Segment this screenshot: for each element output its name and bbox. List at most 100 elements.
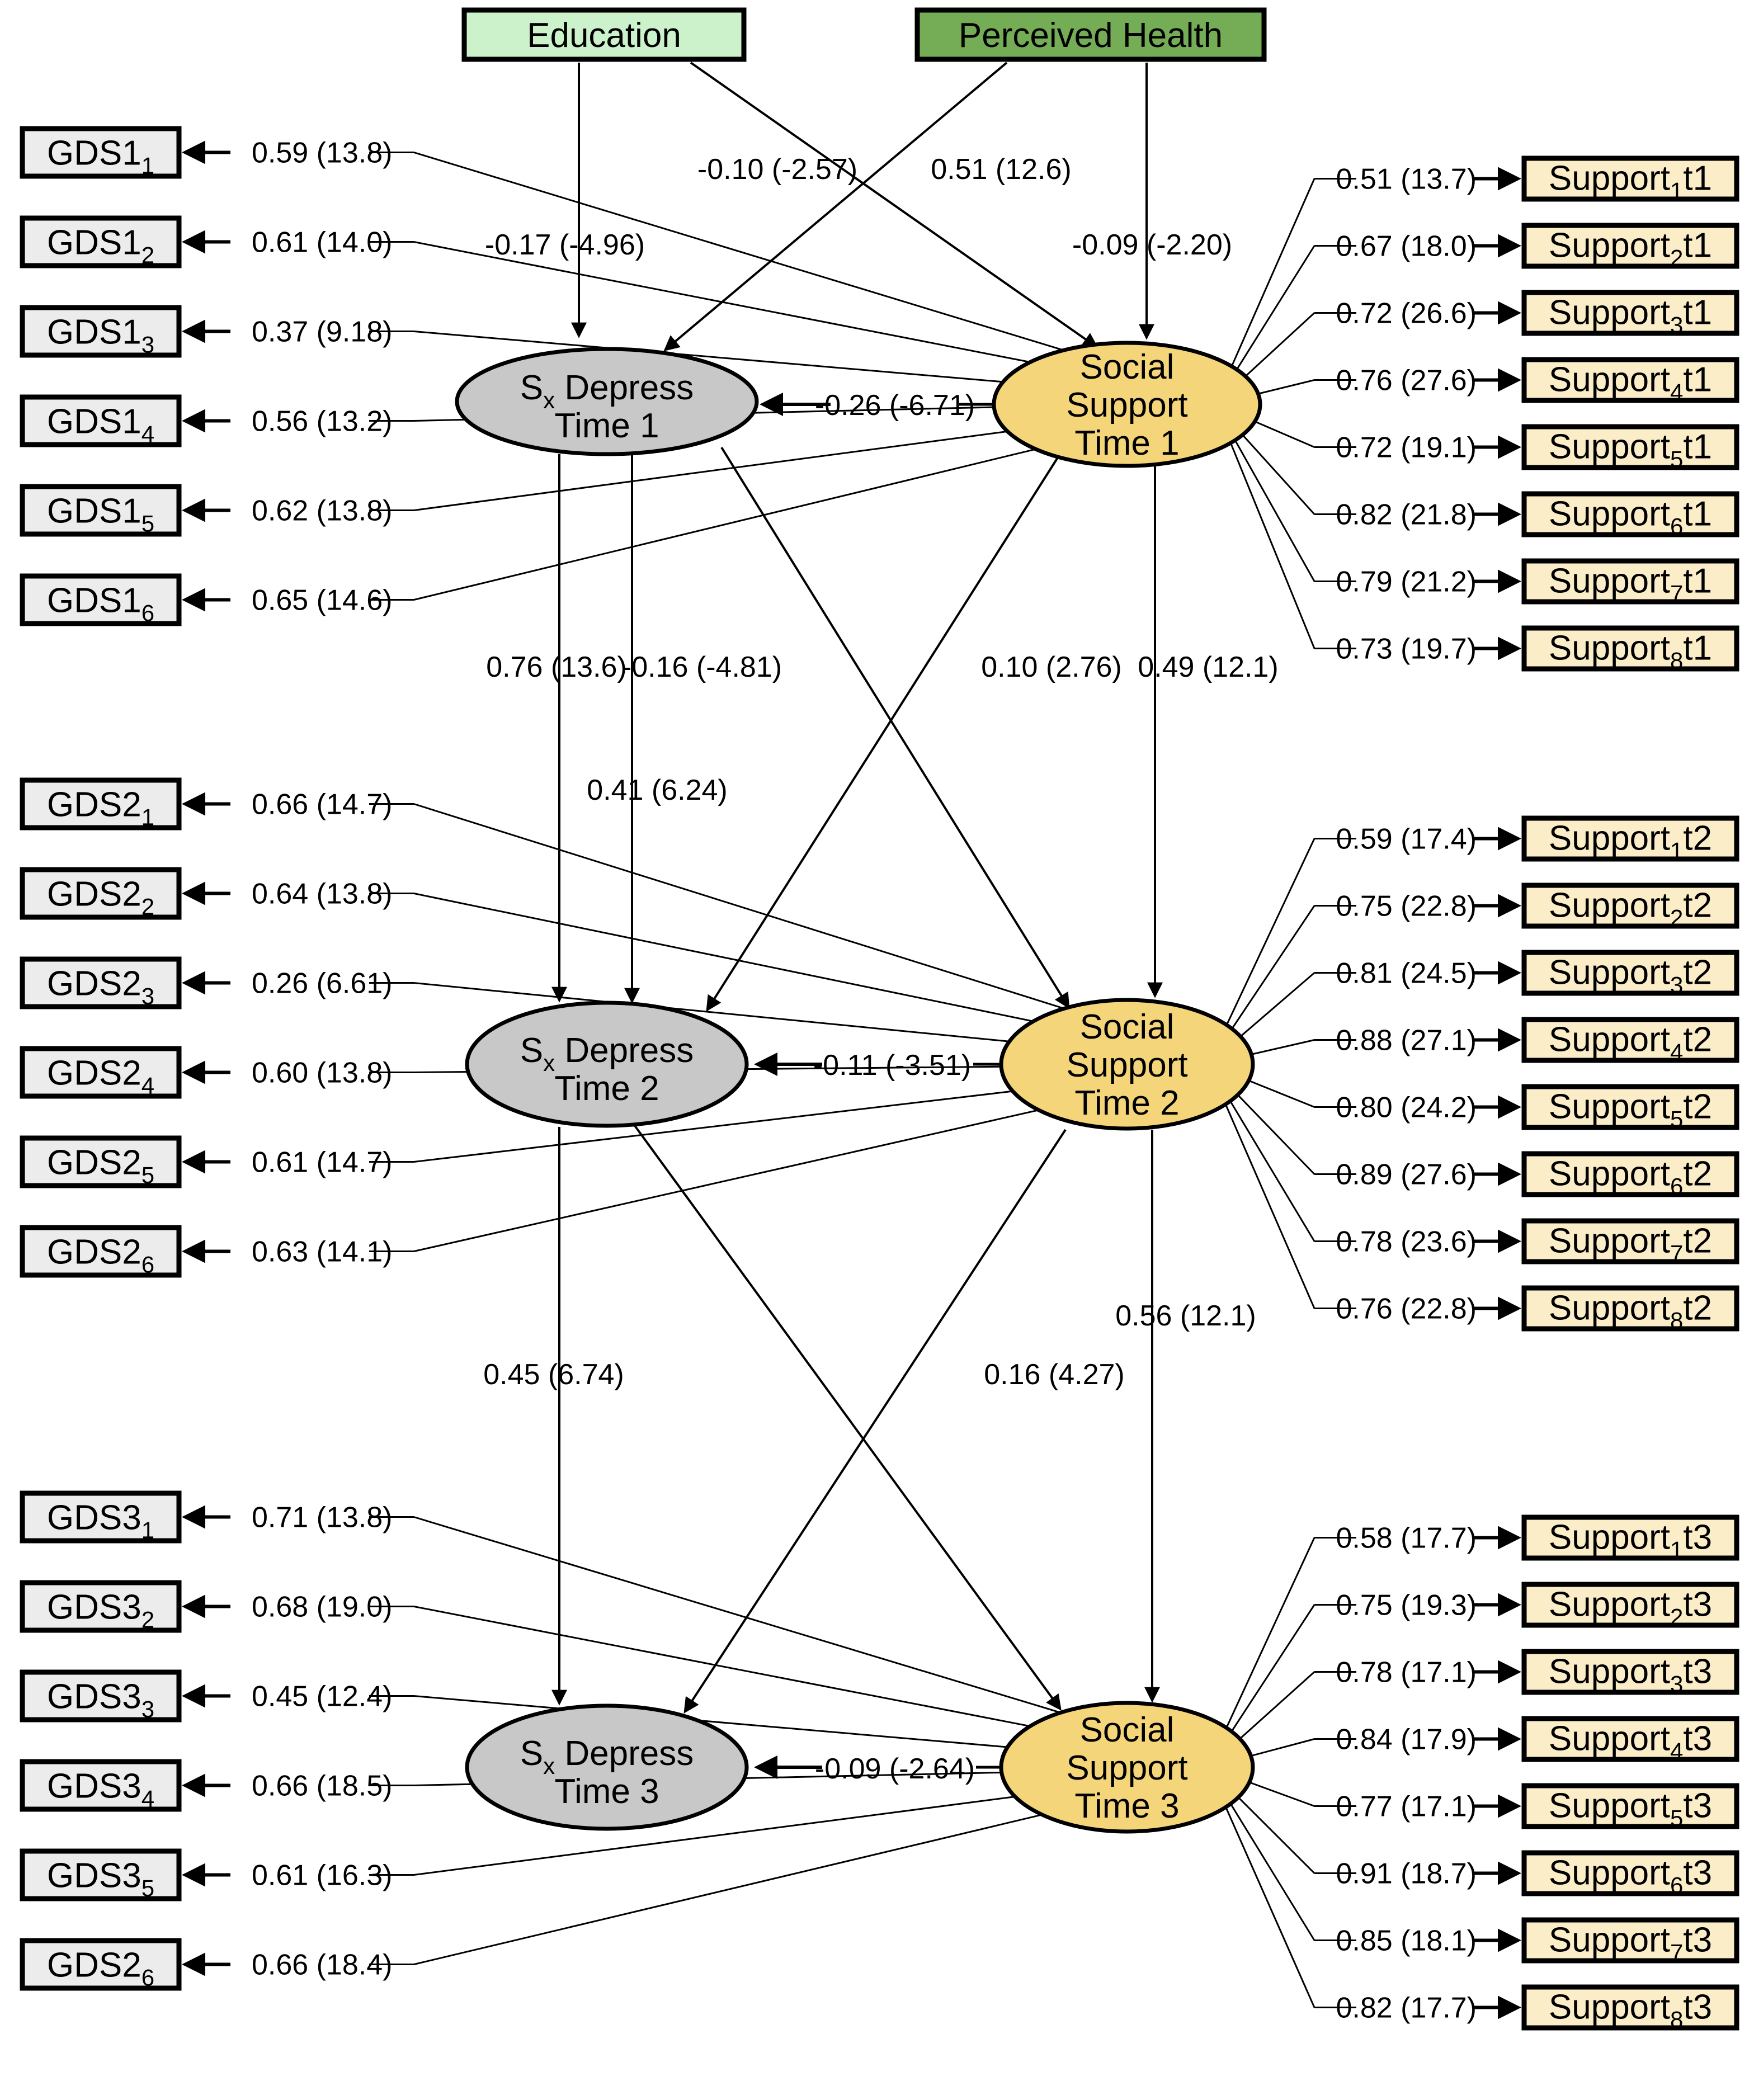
indicator-label: Support6t2 [1549,1155,1712,1200]
indicator-box-support-8-t3[interactable]: Support8t3 [1521,1984,1739,2033]
indicator-box-gds2-6[interactable]: GDS26 [20,1225,182,1278]
coef-sup2-sup3: 0.56 (12.1) [1115,1300,1256,1332]
indicator-box-gds2-6[interactable]: GDS26 [20,1938,182,1991]
latent-label-line2: Support [1066,386,1187,424]
loading-label: 0.80 (24.2) [1336,1092,1477,1124]
indicator-box-support-8-t1[interactable]: Support8t1 [1521,625,1739,674]
loading-label: 0.66 (18.4) [252,1949,393,1981]
latent-label-line2: Support [1066,1046,1187,1084]
indicator-box-gds3-5[interactable]: GDS35 [20,1848,182,1901]
exogenous-box-education[interactable]: Education [461,7,747,62]
indicator-box-gds2-5[interactable]: GDS25 [20,1135,182,1188]
latent-label-line2: Time 3 [554,1772,659,1811]
indicator-label: Support5t1 [1549,428,1712,473]
latent-label-line3: Time 3 [1074,1787,1179,1825]
coef-sup2-dep2: -0.11 (-3.51) [813,1049,971,1082]
indicator-box-gds2-1[interactable]: GDS21 [20,777,182,830]
indicator-label: GDS24 [47,1054,154,1099]
loading-label: 0.88 (27.1) [1336,1025,1477,1057]
indicator-box-support-3-t1[interactable]: Support3t1 [1521,290,1739,338]
loading-connector [413,1079,1109,1163]
indicator-box-support-3-t3[interactable]: Support3t3 [1521,1649,1739,1697]
indicator-box-support-5-t1[interactable]: Support5t1 [1521,424,1739,473]
loading-connector [1224,1537,1315,1731]
indicator-box-support-2-t1[interactable]: Support2t1 [1521,223,1739,271]
loading-label: 0.37 (9.18) [252,316,393,348]
indicator-box-support-2-t2[interactable]: Support2t2 [1521,883,1739,931]
loading-label: 0.79 (21.2) [1336,566,1477,598]
indicator-label: Support1t2 [1549,819,1712,864]
indicator-box-gds1-5[interactable]: GDS15 [20,484,182,537]
indicator-box-support-7-t1[interactable]: Support7t1 [1521,558,1739,607]
indicator-box-gds2-2[interactable]: GDS22 [20,867,182,920]
coef-sup3-dep3: -0.09 (-2.64) [815,1753,975,1785]
indicator-box-support-1-t2[interactable]: Support1t2 [1521,815,1739,864]
loading-label: 0.72 (19.1) [1336,432,1477,464]
indicator-box-gds1-3[interactable]: GDS13 [20,305,182,358]
label-layer: 0.59 (13.8)0.61 (14.0)0.37 (9.18)0.56 (1… [252,137,1477,2025]
path-dep1-sup2 [720,446,1070,1009]
indicator-box-support-6-t3[interactable]: Support6t3 [1521,1850,1739,1899]
coef-dep1-dep2-b: 0.41 (6.24) [587,774,728,806]
coef-health-sup1: -0.09 (-2.20) [1072,229,1232,261]
loading-connector [413,1783,1109,1876]
loading-label: 0.45 (12.4) [252,1681,393,1713]
coef-edu-sup1: -0.10 (-2.57) [697,153,857,186]
indicator-box-gds1-6[interactable]: GDS16 [20,573,182,626]
indicator-box-gds1-4[interactable]: GDS14 [20,394,182,447]
indicator-box-gds1-2[interactable]: GDS12 [20,215,182,268]
indicator-label: Support8t2 [1549,1289,1712,1334]
loading-label: 0.72 (26.6) [1336,298,1477,330]
loading-connector [413,1695,1109,1757]
indicator-box-support-5-t2[interactable]: Support5t2 [1521,1084,1739,1132]
indicator-box-support-2-t3[interactable]: Support2t3 [1521,1582,1739,1630]
indicator-label: GDS21 [47,786,154,830]
loading-connector [413,1606,1109,1743]
loading-connector [1224,1103,1315,1309]
indicator-box-support-8-t2[interactable]: Support8t2 [1521,1285,1739,1334]
indicator-label: Support1t3 [1549,1518,1712,1563]
loading-label: 0.58 (17.7) [1336,1522,1477,1555]
exogenous-box-perceived_health[interactable]: Perceived Health [914,7,1267,62]
indicator-box-support-4-t3[interactable]: Support4t3 [1521,1716,1739,1764]
indicator-box-support-6-t1[interactable]: Support6t1 [1521,491,1739,540]
indicator-box-support-5-t3[interactable]: Support5t3 [1521,1783,1739,1832]
indicator-label: Support5t3 [1549,1787,1712,1832]
indicator-label: GDS25 [47,1144,154,1188]
indicator-box-gds2-4[interactable]: GDS24 [20,1046,182,1099]
loading-connector [1230,178,1315,369]
indicator-box-gds1-1[interactable]: GDS11 [20,126,182,179]
loading-label: 0.51 (13.7) [1336,163,1477,196]
indicator-box-support-7-t3[interactable]: Support7t3 [1521,1917,1739,1966]
indicator-box-support-6-t2[interactable]: Support6t2 [1521,1151,1739,1200]
loading-connector [1224,1783,1315,1874]
indicator-box-support-4-t2[interactable]: Support4t2 [1521,1017,1739,1065]
loading-connector [413,1516,1109,1728]
loading-label: 0.85 (18.1) [1336,1925,1477,1957]
indicator-box-support-3-t2[interactable]: Support3t2 [1521,950,1739,998]
indicator-box-gds3-4[interactable]: GDS34 [20,1759,182,1812]
indicator-box-support-7-t2[interactable]: Support7t2 [1521,1218,1739,1267]
indicator-box-gds3-2[interactable]: GDS32 [20,1580,182,1633]
indicator-box-support-1-t1[interactable]: Support1t1 [1521,155,1739,204]
indicator-box-gds2-3[interactable]: GDS23 [20,956,182,1009]
loading-label: 0.62 (13.8) [252,495,393,527]
indicator-box-support-4-t1[interactable]: Support4t1 [1521,357,1739,405]
loading-label: 0.78 (23.6) [1336,1226,1477,1258]
indicator-label: Support2t3 [1549,1585,1712,1630]
indicator-box-support-1-t3[interactable]: Support1t3 [1521,1514,1739,1563]
indicator-label: GDS16 [47,582,154,626]
loading-connector [1224,1081,1315,1175]
loading-label: 0.82 (21.8) [1336,499,1477,531]
loading-label: 0.61 (16.3) [252,1860,393,1892]
indicator-box-gds3-3[interactable]: GDS33 [20,1669,182,1723]
indicator-box-gds3-1[interactable]: GDS31 [20,1490,182,1544]
